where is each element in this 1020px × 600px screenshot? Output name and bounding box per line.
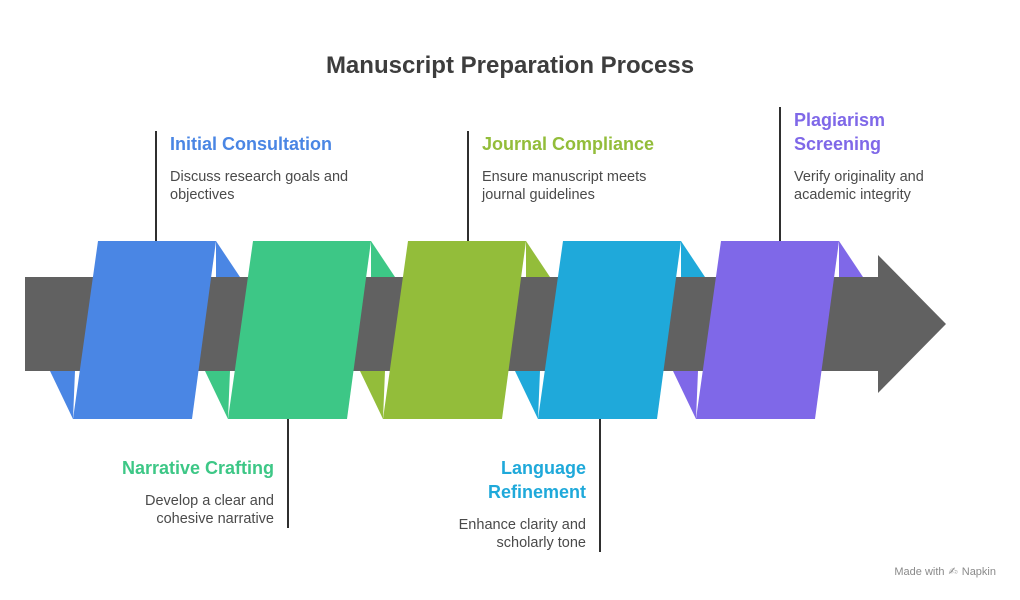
napkin-logo-icon: ✍: [948, 566, 958, 578]
step-fold-top: [681, 241, 705, 277]
step-description-2: Develop a clear and cohesive narrative: [145, 493, 274, 527]
step-title-4: Language Refinement: [487, 458, 586, 502]
step-fold-top: [526, 241, 550, 277]
step-title-5: Plagiarism Screening: [794, 110, 886, 154]
step-description-1: Discuss research goals and objectives: [170, 169, 349, 203]
step-fold-bottom: [673, 371, 698, 419]
step-panel: [696, 241, 839, 419]
connector-line-2: [287, 419, 289, 528]
step-panel: [538, 241, 681, 419]
step-block-3: [360, 241, 550, 419]
step-fold-bottom: [360, 371, 385, 419]
step-fold-top: [839, 241, 863, 277]
diagram-title: Manuscript Preparation Process: [325, 52, 695, 79]
step-title-1: Initial Consultation: [170, 134, 332, 154]
step-title-2: Narrative Crafting: [121, 458, 274, 478]
connector-line-4: [599, 419, 601, 552]
step-block-5: [673, 241, 863, 419]
step-block-4: [515, 241, 705, 419]
connector-line-1: [155, 131, 157, 241]
step-description-5: Verify originality and academic integrit…: [794, 169, 924, 203]
connector-line-5: [779, 107, 781, 241]
step-description-4: Enhance clarity and scholarly tone: [458, 517, 586, 551]
arrow-head: [878, 255, 946, 393]
step-title-3: Journal Compliance: [482, 134, 655, 154]
step-fold-bottom: [50, 371, 75, 419]
step-description-3: Ensure manuscript meets journal guidelin…: [482, 169, 647, 203]
footer-attribution: Made with ✍ Napkin: [894, 565, 996, 579]
arrow-tail: [25, 277, 100, 371]
step-block-1: [50, 241, 240, 419]
step-fold-bottom: [205, 371, 230, 419]
step-panel: [228, 241, 371, 419]
step-fold-bottom: [515, 371, 540, 419]
step-panel: [73, 241, 216, 419]
connector-line-3: [467, 131, 469, 241]
step-panel: [383, 241, 526, 419]
step-fold-top: [216, 241, 240, 277]
brand-label: Napkin: [961, 565, 996, 578]
step-block-2: [205, 241, 395, 419]
made-with-label: Made with: [894, 565, 945, 578]
step-fold-top: [371, 241, 395, 277]
